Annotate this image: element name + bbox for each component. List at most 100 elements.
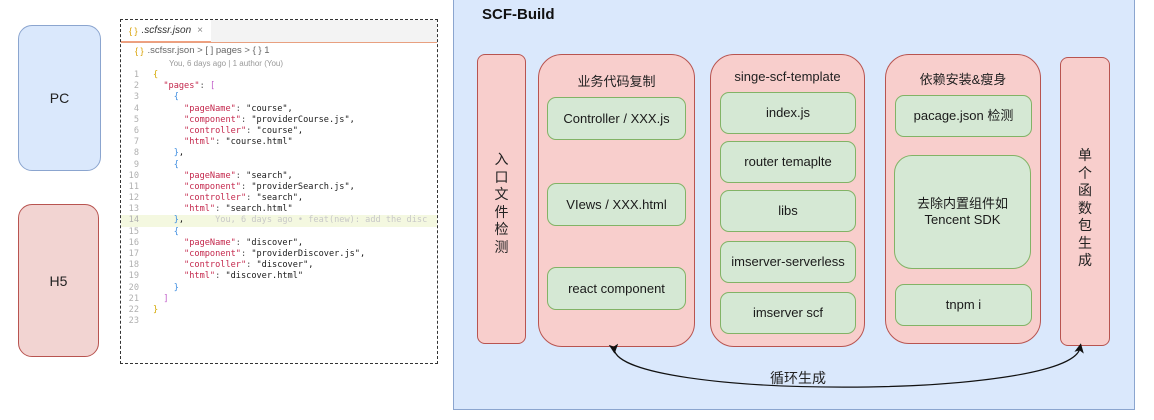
scf-build-container: SCF-Build 入口文件检测 业务代码复制 Controller / XXX… <box>453 0 1135 410</box>
close-icon[interactable]: × <box>197 25 203 36</box>
code-line[interactable]: 21 ] <box>121 294 437 305</box>
code-text: "controller": "course", <box>184 125 304 136</box>
code-text: "html": "course.html" <box>184 137 293 148</box>
line-number: 23 <box>128 316 139 327</box>
inline-blame: You, 6 days ago • feat(new): add the dis… <box>184 215 428 226</box>
code-line[interactable]: 7 "html": "course.html" <box>121 137 437 148</box>
vertical-char: 包 <box>1078 217 1092 233</box>
code-text: } <box>173 282 179 293</box>
code-line[interactable]: 12 "controller": "search", <box>121 193 437 204</box>
vertical-char: 口 <box>494 168 509 185</box>
line-number: 3 <box>133 92 139 103</box>
code-text: "pageName": "discover", <box>184 237 304 248</box>
vertical-char: 检 <box>494 221 509 237</box>
group-title: 业务代码复制 <box>577 74 656 89</box>
tab-label: .scfssr.json <box>141 25 192 36</box>
breadcrumb-item[interactable]: .scfssr.json <box>147 45 195 56</box>
code-line[interactable]: 22} <box>121 305 437 316</box>
line-number: 15 <box>128 226 139 237</box>
vertical-char: 单 <box>1078 147 1092 163</box>
code-text: ] <box>163 293 169 304</box>
item-react-component: react component <box>547 267 686 310</box>
code-text: "controller": "search", <box>184 193 304 204</box>
code-line[interactable]: 4 "pageName": "course", <box>121 104 437 115</box>
code-line[interactable]: 2 "pages": [ <box>121 81 437 92</box>
code-text: "html": "search.html" <box>184 204 293 215</box>
code-line[interactable]: 18 "controller": "discover", <box>121 260 437 271</box>
editor-tab-bar: { } .scfssr.json × <box>121 20 437 42</box>
code-text: "component": "providerSearch.js", <box>184 181 355 192</box>
item-imserver-scf: imserver scf <box>720 292 856 334</box>
item-views: VIews / XXX.html <box>547 183 686 226</box>
code-line[interactable]: 23 <box>121 316 437 327</box>
code-line[interactable]: 10 "pageName": "search", <box>121 171 437 182</box>
loop-label: 循环生成 <box>770 370 826 386</box>
line-number: 16 <box>128 237 139 248</box>
line-number: 4 <box>133 103 139 114</box>
line-number: 20 <box>128 282 139 293</box>
line-number: 21 <box>128 293 139 304</box>
code-line[interactable]: 1{ <box>121 70 437 81</box>
vertical-char: 入 <box>494 151 509 167</box>
item-tnpm-install: tnpm i <box>895 284 1032 326</box>
line-number: 8 <box>133 148 139 159</box>
line-number: 10 <box>128 170 139 181</box>
code-text: { <box>173 226 179 237</box>
item-index-js: index.js <box>720 92 856 134</box>
code-line[interactable]: 9 { <box>121 160 437 171</box>
line-number: 2 <box>133 81 139 92</box>
item-package-json-check: pacage.json 检测 <box>895 95 1032 137</box>
h5-platform-box: H5 <box>18 204 99 357</box>
line-number: 1 <box>133 70 139 80</box>
code-line[interactable]: 15 { <box>121 227 437 238</box>
code-text: "controller": "discover", <box>184 260 314 271</box>
single-package-box: 单个函数包生成 <box>1060 57 1110 346</box>
item-imserver-serverless: imserver-serverless <box>720 241 856 283</box>
code-line[interactable]: 13 "html": "search.html" <box>121 204 437 215</box>
code-line[interactable]: 14 }, You, 6 days ago • feat(new): add t… <box>121 215 437 227</box>
single-package-label: 单个函数包生成 <box>1061 147 1109 270</box>
code-line[interactable]: 11 "component": "providerSearch.js", <box>121 182 437 193</box>
line-number: 17 <box>128 249 139 259</box>
code-text: "component": "providerDiscover.js", <box>184 249 366 259</box>
item-libs: libs <box>720 190 856 232</box>
vertical-char: 数 <box>1078 199 1092 216</box>
breadcrumb: { } .scfssr.json > [ ] pages > { } 1 <box>121 42 437 58</box>
editor-tab[interactable]: { } .scfssr.json × <box>121 20 211 42</box>
entry-check-box: 入口文件检测 <box>477 54 526 344</box>
code-text: "pages": [ <box>163 81 216 92</box>
json-file-icon: { } <box>135 45 144 56</box>
vertical-char: 成 <box>1078 252 1092 268</box>
code-area[interactable]: 1{2 "pages": [3 {4 "pageName": "course",… <box>121 70 437 327</box>
line-number: 14 <box>128 215 139 226</box>
pc-platform-box: PC <box>18 25 101 171</box>
entry-check-label: 入口文件检测 <box>478 151 525 256</box>
code-line[interactable]: 16 "pageName": "discover", <box>121 238 437 249</box>
vertical-char: 函 <box>1078 182 1092 198</box>
breadcrumb-separator: > <box>194 45 206 56</box>
code-line[interactable]: 20 } <box>121 283 437 294</box>
line-number: 6 <box>133 125 139 136</box>
line-number: 7 <box>133 137 139 148</box>
breadcrumb-separator: > <box>241 45 253 56</box>
line-number: 13 <box>128 204 139 215</box>
breadcrumb-item[interactable]: { } 1 <box>252 45 270 56</box>
line-number: 11 <box>128 181 139 192</box>
line-number: 18 <box>128 260 139 271</box>
vertical-char: 个 <box>1078 164 1092 181</box>
group-dependency-install: 依赖安装&瘦身 pacage.json 检测 去除内置组件如 Tencent S… <box>885 54 1041 344</box>
blame-annotation: You, 6 days ago | 1 author (You) <box>169 59 284 68</box>
code-line[interactable]: 3 { <box>121 92 437 103</box>
code-editor-snapshot: { } .scfssr.json × { } .scfssr.json > [ … <box>120 19 438 364</box>
code-line[interactable]: 8 }, <box>121 148 437 159</box>
code-line[interactable]: 5 "component": "providerCourse.js", <box>121 115 437 126</box>
code-line[interactable]: 17 "component": "providerDiscover.js", <box>121 249 437 260</box>
breadcrumb-item[interactable]: [ ] pages <box>205 45 242 56</box>
code-line[interactable]: 6 "controller": "course", <box>121 126 437 137</box>
vertical-char: 测 <box>494 238 509 255</box>
code-text: "pageName": "course", <box>184 103 293 114</box>
line-number: 12 <box>128 193 139 204</box>
code-line[interactable]: 19 "html": "discover.html" <box>121 271 437 282</box>
h5-label: H5 <box>49 272 68 289</box>
code-text: }, <box>173 148 185 159</box>
